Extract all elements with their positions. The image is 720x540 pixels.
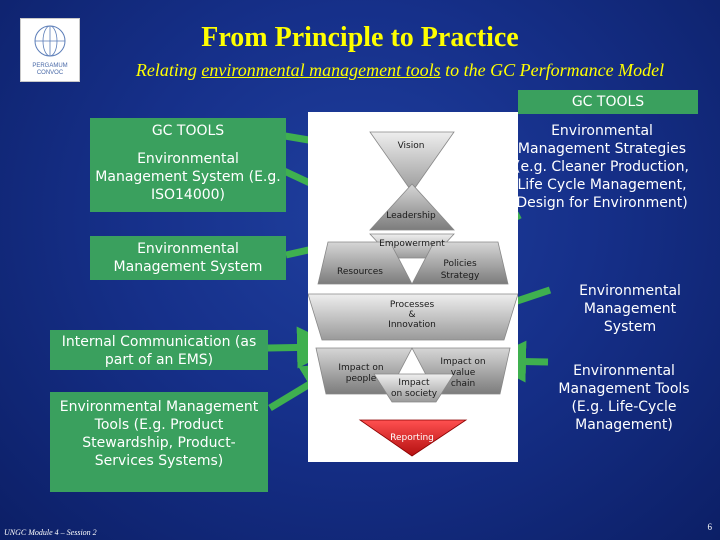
strategies-label: Environmental Management Strategies (e.g… <box>515 123 689 211</box>
ems-box: Environmental Management System <box>90 236 286 280</box>
env-tools-box: Environmental Management Tools (E.g. Pro… <box>50 392 268 492</box>
leadership-label: Leadership <box>386 211 436 221</box>
processes-label: Processes <box>390 300 435 310</box>
amp-label: & <box>408 310 415 320</box>
internal-communication-text: Internal Communication (as part of an EM… <box>61 334 257 368</box>
impact-value-label-1: Impact on <box>440 357 485 367</box>
subtitle-before: Relating <box>135 60 202 80</box>
left-gc-tools-heading: GC TOOLS <box>151 123 225 139</box>
logo-line1: PERGAMUM <box>32 63 68 69</box>
right-ems-label: Environmental Management System <box>579 283 681 335</box>
impact-value-label-3: chain <box>451 379 475 389</box>
subtitle-after: to the GC Performance Model <box>440 60 665 80</box>
ems-iso-text: Environmental Management System (E.g. IS… <box>95 151 281 203</box>
impact-society-label-1: Impact <box>398 378 430 388</box>
vision-label: Vision <box>398 141 425 151</box>
right-gc-tools-heading: GC TOOLS <box>518 90 698 114</box>
ems-text: Environmental Management System <box>113 241 263 275</box>
impact-people-label-2: people <box>346 374 377 384</box>
performance-model-pyramid: Vision Leadership Empowerment Resources … <box>307 112 519 462</box>
footer-module: UNGC Module 4 – Session 2 <box>4 528 97 537</box>
pyramid-diagram: Vision Leadership Empowerment Resources … <box>307 131 519 457</box>
innovation-label: Innovation <box>388 320 436 330</box>
gc-tools-ems-iso-box: GC TOOLS Environmental Management System… <box>90 118 286 212</box>
empowerment-label: Empowerment <box>379 239 445 249</box>
impact-value-label-2: value <box>451 368 476 378</box>
impact-society-label-2: on society <box>391 389 438 399</box>
processes-segment <box>307 293 519 341</box>
policies-segment <box>411 241 509 285</box>
page-number: 6 <box>707 522 713 532</box>
logo-line2: CONVOC <box>36 70 64 76</box>
impact-society-segment <box>373 373 455 403</box>
impact-people-label-1: Impact on <box>338 363 383 373</box>
strategy-label: Strategy <box>441 271 480 281</box>
vision-segment <box>369 131 455 193</box>
page-subtitle: Relating environmental management tools … <box>80 60 720 81</box>
pergamum-logo: PERGAMUM CONVOC <box>20 18 80 82</box>
page-title: From Principle to Practice <box>201 22 519 53</box>
resources-label: Resources <box>337 267 383 277</box>
reporting-segment <box>358 419 468 457</box>
leadership-segment <box>369 183 455 231</box>
right-tools-lca-label: Environmental Management Tools (E.g. Lif… <box>558 363 690 433</box>
internal-communication-box: Internal Communication (as part of an EM… <box>50 330 268 370</box>
subtitle-underlined: environmental management tools <box>201 60 441 80</box>
reporting-label: Reporting <box>390 433 434 443</box>
policies-label: Policies <box>443 259 477 269</box>
env-tools-text: Environmental Management Tools (E.g. Pro… <box>59 399 259 469</box>
globe-logo-icon <box>34 25 66 57</box>
